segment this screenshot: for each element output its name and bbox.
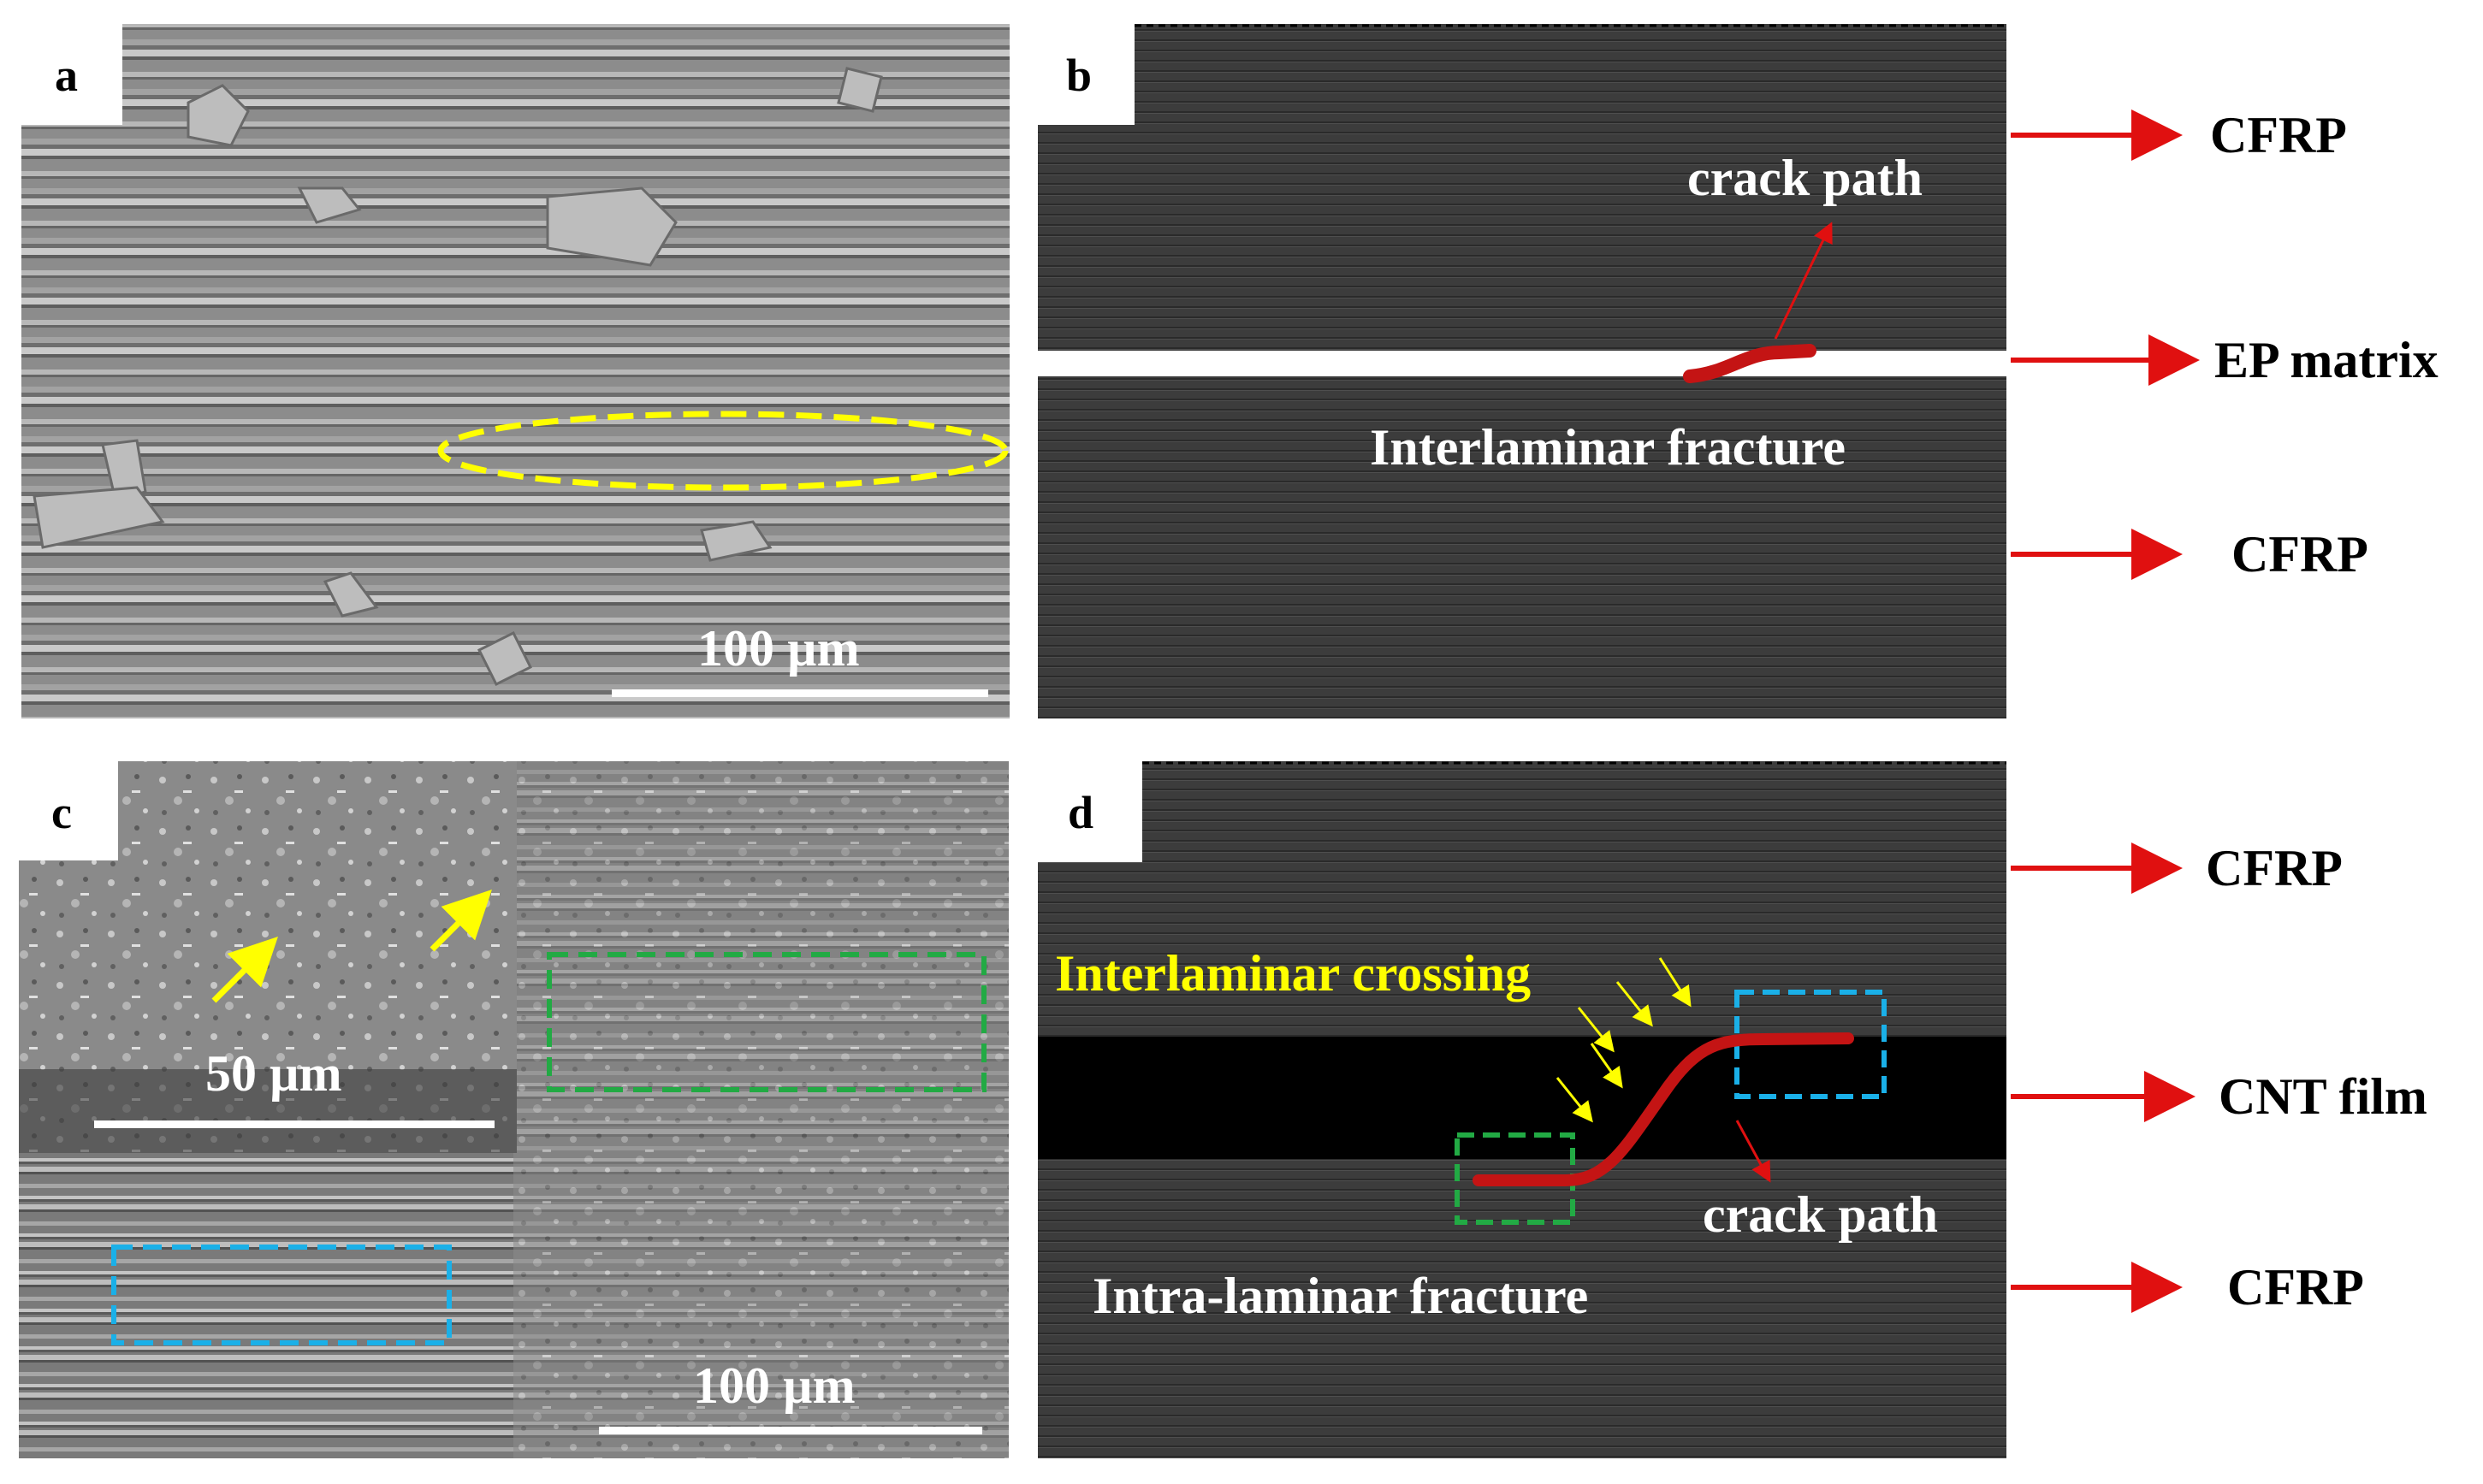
panel-d-label-cnt: CNT film <box>2219 1068 2427 1125</box>
panel-d-cnt-film <box>1038 1037 2006 1159</box>
panel-c-blue-box <box>111 1245 452 1345</box>
panel-d-letter-box <box>1038 761 1142 862</box>
panel-c-scale-bar <box>599 1427 982 1434</box>
panel-b-letter-box <box>1038 24 1135 125</box>
panel-b-cfrp-bottom <box>1038 376 2006 718</box>
panel-a-letter-box <box>21 24 122 125</box>
panel-b-crack-arrow <box>1774 222 1833 340</box>
panel-b-label-cfrp-bottom: CFRP <box>2231 526 2368 582</box>
panel-d-crack-path <box>1473 1032 1854 1186</box>
panel-a-debris <box>33 67 883 687</box>
panel-c-inset-scale-bar <box>94 1120 495 1128</box>
panel-a-yellow-ellipse <box>437 411 1009 491</box>
panel-b-crack-label: crack path <box>1687 150 1923 206</box>
panel-c-green-box <box>547 952 987 1092</box>
panel-c-inset-scale-label: 50 µm <box>205 1045 342 1102</box>
panel-b: b crack path Interlaminar fracture CFRP … <box>1038 24 2439 718</box>
panel-b-crack-path <box>1683 344 1816 383</box>
panel-d-label-cfrp-top: CFRP <box>2206 840 2343 896</box>
panel-b-label-ep: EP matrix <box>2214 332 2439 388</box>
panel-d-crack-arrow <box>1735 1120 1771 1183</box>
panel-b-label-cfrp-top: CFRP <box>2210 107 2347 163</box>
panel-b-cfrp-top <box>1038 24 2006 351</box>
panel-d-crossing-arrows <box>1556 957 1692 1123</box>
panel-d-crack-label: crack path <box>1703 1186 1938 1243</box>
panel-c-yellow-arrow-2 <box>430 890 492 952</box>
panel-d-fracture-label: Intra-laminar fracture <box>1093 1268 1588 1324</box>
panel-c-letter-box <box>19 761 118 860</box>
panel-d-crossing-label: Interlaminar crossing <box>1055 945 1531 1002</box>
panel-d-letter: d <box>1068 787 1093 838</box>
panel-d-label-cfrp-bottom: CFRP <box>2227 1259 2364 1315</box>
panel-c-inset-shadow <box>19 1069 517 1153</box>
panel-a-sem-image <box>21 24 1010 718</box>
panel-a: a 100 µm <box>21 24 1010 718</box>
panel-b-letter: b <box>1066 50 1092 101</box>
panel-c-letter: c <box>51 787 72 838</box>
panel-d: d Interlaminar crossing crack path Intra… <box>1038 761 2427 1458</box>
panel-a-letter: a <box>55 50 78 101</box>
panel-a-scale-bar <box>612 689 988 697</box>
panel-c-scale-label: 100 µm <box>693 1357 856 1414</box>
panel-b-ep-matrix <box>1038 351 2006 376</box>
panel-b-fracture-label: Interlaminar fracture <box>1370 419 1846 476</box>
panel-d-cfrp-bottom <box>1038 1159 2006 1458</box>
panel-c: c 50 µm 100 µm <box>19 761 1009 1458</box>
panel-c-yellow-arrow-1 <box>211 937 278 1003</box>
panel-c-rough-region <box>513 761 1009 1458</box>
panel-a-scale-label: 100 µm <box>697 620 860 677</box>
